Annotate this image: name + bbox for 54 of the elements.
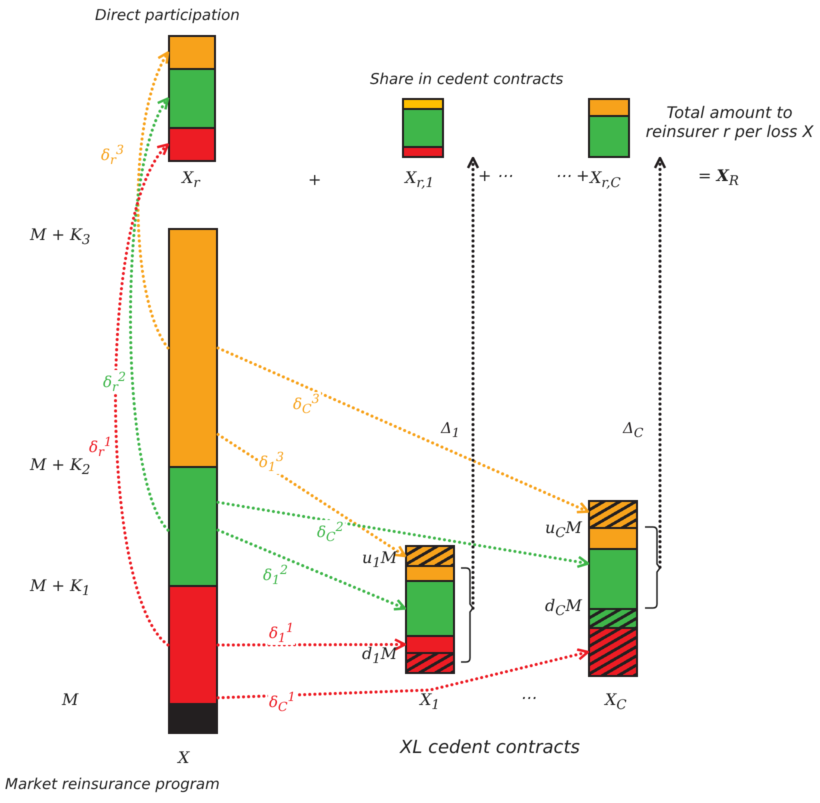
bar-label: X$_{1}$ xyxy=(420,690,440,714)
bar-segment xyxy=(405,580,455,637)
bar-segment xyxy=(168,585,218,705)
bar-label: X$_{C}$ xyxy=(605,690,627,714)
bar-segment xyxy=(168,68,216,129)
edge-label: Δ$_{C}$ xyxy=(622,420,644,440)
bar-title: Total amount to reinsurer r per loss X xyxy=(644,103,814,142)
bar-label: X$_{r,C}$ xyxy=(590,168,621,192)
arrow xyxy=(136,51,170,350)
arrow xyxy=(129,97,170,532)
math-term: ⋯ + xyxy=(555,166,590,186)
hatched-bar-segment xyxy=(588,500,638,529)
level-label: M + K$_{3}$ xyxy=(30,225,90,250)
hatched-bar-segment xyxy=(588,608,638,629)
arrow xyxy=(466,156,480,610)
bar-title: Direct participation xyxy=(95,6,240,24)
bar-segment xyxy=(168,35,216,70)
operator-sign: + xyxy=(308,170,322,190)
arrow xyxy=(216,648,590,700)
bar-segment xyxy=(168,466,218,587)
hatched-bar-segment xyxy=(588,627,638,677)
arrow xyxy=(216,346,590,514)
level-label: d$_{C}$M xyxy=(545,596,582,620)
level-label: d$_{1}$M xyxy=(362,644,398,668)
bar-segment xyxy=(168,127,216,162)
level-label: u$_{1}$M xyxy=(362,548,398,572)
bar-title: Share in cedent contracts xyxy=(370,70,564,88)
arrow xyxy=(114,143,170,646)
arrow xyxy=(216,500,590,568)
arrow xyxy=(216,638,406,651)
ellipsis: ⋯ xyxy=(520,688,536,708)
bar-segment xyxy=(588,527,638,550)
level-label: M + K$_{2}$ xyxy=(30,455,90,480)
equation-result: = X$_{R}$ xyxy=(698,166,739,190)
bar-segment xyxy=(588,115,630,158)
arrow xyxy=(216,432,406,558)
level-label: M + K$_{1}$ xyxy=(30,576,90,600)
bar-segment xyxy=(168,228,218,468)
bar-label: X$_{r,1}$ xyxy=(405,168,434,192)
bar-segment xyxy=(168,703,218,734)
math-term: + ⋯ xyxy=(478,166,512,186)
hatched-bar-segment xyxy=(405,545,455,567)
hatched-bar-segment xyxy=(405,652,455,674)
bar-segment xyxy=(588,548,638,610)
level-label: M xyxy=(62,690,78,710)
bar-title: Market reinsurance program xyxy=(5,775,220,793)
bar-label: X$_{r}$ xyxy=(182,168,200,192)
group-caption: XL cedent contracts xyxy=(400,737,580,759)
bar-label: X xyxy=(178,748,190,768)
bar-segment xyxy=(402,146,444,158)
bar-segment xyxy=(402,108,444,148)
arrow xyxy=(216,528,406,610)
level-label: u$_{C}$M xyxy=(545,518,582,542)
arrow xyxy=(654,156,666,569)
